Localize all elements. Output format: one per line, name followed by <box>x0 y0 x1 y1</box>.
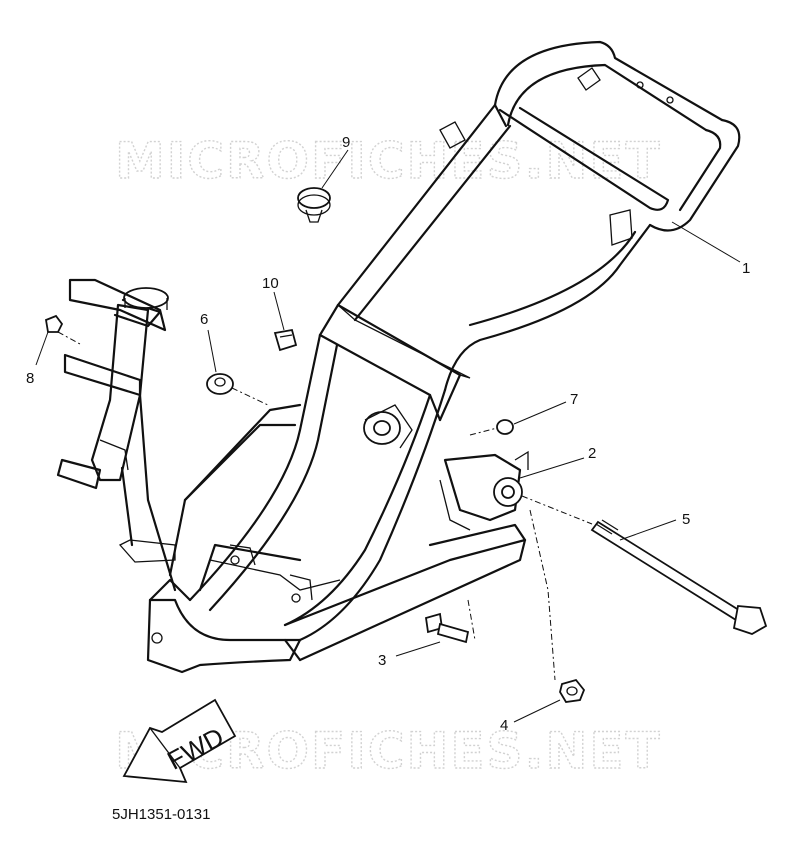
fwd-arrow: FWD <box>122 698 237 784</box>
callout-4: 4 <box>500 717 508 734</box>
callout-5: 5 <box>682 511 690 528</box>
small-nut-part <box>44 314 64 333</box>
callout-1: 1 <box>742 260 750 277</box>
callout-10: 10 <box>262 275 279 292</box>
center-lines <box>57 331 593 681</box>
small-collar-part <box>496 419 514 435</box>
clip-nut-part <box>273 328 298 352</box>
collar-nut-part <box>206 373 234 395</box>
callout-8: 8 <box>26 370 34 387</box>
main-frame <box>56 40 741 674</box>
callout-6: 6 <box>200 311 208 328</box>
callout-2: 2 <box>588 445 596 462</box>
long-bolt-part <box>590 519 768 635</box>
flange-bolt-part <box>424 612 470 644</box>
clamp-part <box>297 187 331 223</box>
hex-nut-part <box>559 678 586 703</box>
callout-9: 9 <box>342 134 350 151</box>
callout-3: 3 <box>378 652 386 669</box>
leader-lines <box>35 149 741 723</box>
part-code: 5JH1351-0131 <box>112 806 211 823</box>
callout-7: 7 <box>570 391 578 408</box>
callout-numbers: 1 2 3 4 5 6 7 8 9 10 <box>26 134 750 734</box>
watermark-top: MICROFICHES.NET <box>115 132 662 190</box>
